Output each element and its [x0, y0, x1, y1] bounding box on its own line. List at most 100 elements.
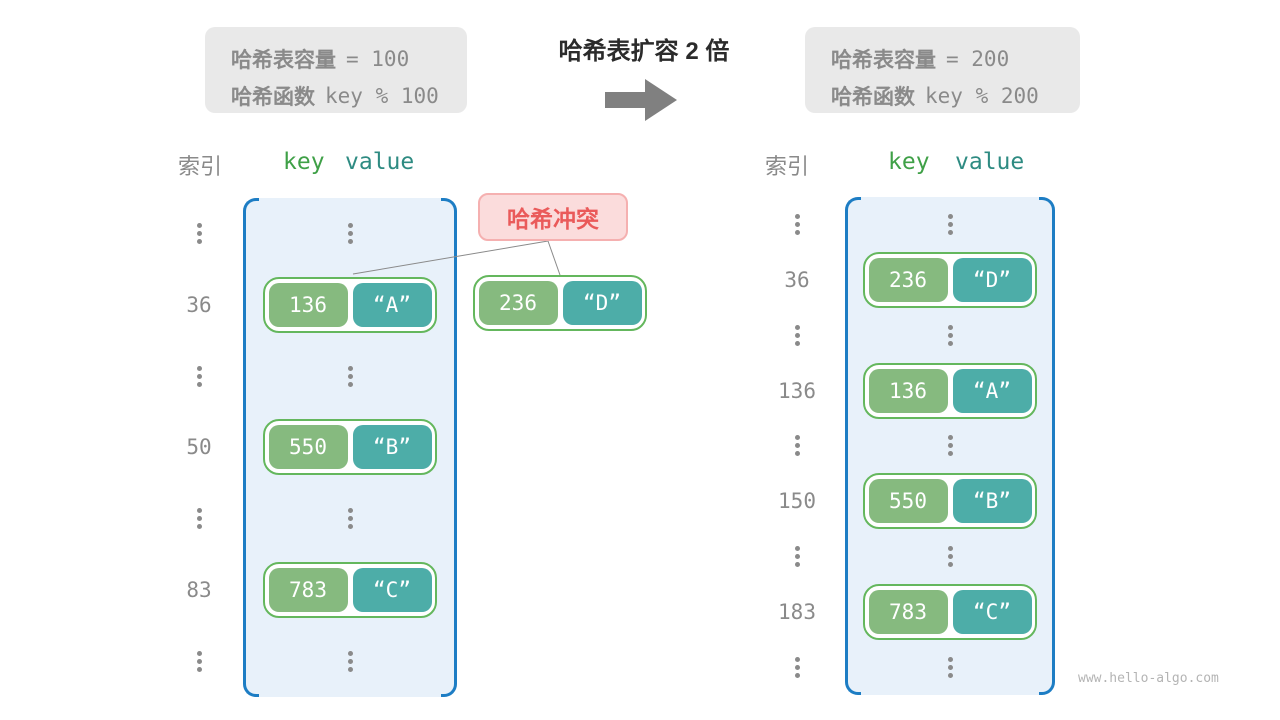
- index-cell: [749, 657, 845, 679]
- index-cell: [749, 435, 845, 457]
- index-cell: 36: [749, 268, 845, 292]
- table-row-ellipsis: [749, 197, 1055, 252]
- hash-function-label: 哈希函数: [231, 85, 315, 109]
- ellipsis-icon: [947, 213, 953, 235]
- pair-value: “D”: [562, 281, 642, 325]
- index-label: 136: [778, 378, 816, 403]
- index-cell: 183: [749, 600, 845, 624]
- hash-function-value: key % 100: [325, 83, 439, 108]
- table-row: 50 550 “B”: [155, 412, 457, 483]
- ellipsis-icon: [347, 365, 353, 387]
- table-row-ellipsis: [749, 529, 1055, 584]
- key-value-pair: 550 “B”: [863, 473, 1037, 530]
- content-cell: 136 “A”: [243, 276, 457, 333]
- value-column-header: value: [955, 149, 1025, 175]
- capacity-value: = 100: [346, 46, 410, 71]
- table-row-ellipsis: [155, 198, 457, 269]
- index-cell: [155, 508, 243, 530]
- left-bracket: [243, 198, 259, 697]
- hash-function-line: 哈希函数 key % 200: [831, 77, 1080, 114]
- table-rows-after: 36 236 “D” 136 136 “A”: [749, 197, 1055, 695]
- table-row: 150 550 “B”: [749, 473, 1055, 530]
- table-row: 183 783 “C”: [749, 584, 1055, 641]
- index-cell: 83: [155, 578, 243, 602]
- key-column-header: key: [283, 149, 325, 175]
- table-row: 36 136 “A”: [155, 269, 457, 340]
- right-bracket: [441, 198, 457, 697]
- ellipsis-icon: [947, 324, 953, 346]
- index-label: 36: [784, 267, 810, 292]
- capacity-value: = 200: [946, 46, 1010, 71]
- content-cell: 550 “B”: [243, 419, 457, 476]
- content-cell: [845, 435, 1055, 457]
- index-cell: [749, 213, 845, 235]
- table-row-ellipsis: [155, 626, 457, 697]
- pair-value: “A”: [352, 282, 432, 327]
- index-cell: 136: [749, 379, 845, 403]
- ellipsis-icon: [947, 546, 953, 568]
- content-cell: 550 “B”: [845, 473, 1055, 530]
- content-cell: 236 “D”: [845, 251, 1055, 308]
- pair-key: 783: [268, 568, 348, 613]
- key-value-pair: 783 “C”: [863, 584, 1037, 641]
- content-cell: [845, 213, 1055, 235]
- ellipsis-icon: [196, 223, 202, 245]
- table-row-ellipsis: [155, 483, 457, 554]
- table-row: 83 783 “C”: [155, 554, 457, 625]
- capacity-label: 哈希表容量: [231, 48, 336, 72]
- capacity-line: 哈希表容量 = 200: [831, 40, 1080, 77]
- table-row-ellipsis: [749, 640, 1055, 695]
- right-bracket: [1039, 197, 1055, 695]
- content-cell: [243, 508, 457, 530]
- ellipsis-icon: [196, 365, 202, 387]
- ellipsis-icon: [196, 650, 202, 672]
- content-cell: [845, 324, 1055, 346]
- index-cell: [749, 546, 845, 568]
- diagram-title: 哈希表扩容 2 倍: [558, 38, 730, 65]
- index-cell: [155, 650, 243, 672]
- key-value-pair: 550 “B”: [263, 419, 437, 476]
- pair-value: “C”: [952, 590, 1032, 635]
- capacity-box-after: 哈希表容量 = 200 哈希函数 key % 200: [805, 27, 1080, 113]
- colliding-key-value-pair: 236 “D”: [473, 275, 647, 331]
- content-cell: [243, 223, 457, 245]
- pair-key: 783: [868, 590, 948, 635]
- index-cell: 50: [155, 435, 243, 459]
- content-cell: [845, 657, 1055, 679]
- content-cell: 783 “C”: [243, 562, 457, 619]
- index-label: 183: [778, 600, 816, 625]
- content-cell: 136 “A”: [845, 362, 1055, 419]
- index-column-header: 索引: [178, 154, 223, 179]
- index-label: 83: [186, 578, 212, 603]
- pair-key: 550: [868, 479, 948, 524]
- index-cell: [155, 365, 243, 387]
- index-cell: [155, 223, 243, 245]
- capacity-label: 哈希表容量: [831, 48, 936, 72]
- key-column-header: key: [888, 149, 930, 175]
- hash-collision-badge: 哈希冲突: [478, 193, 628, 241]
- table-row-ellipsis: [155, 341, 457, 412]
- ellipsis-icon: [347, 223, 353, 245]
- pair-key: 136: [868, 368, 948, 413]
- value-column-header: value: [345, 149, 415, 175]
- content-cell: [845, 546, 1055, 568]
- ellipsis-icon: [794, 213, 800, 235]
- hash-function-label: 哈希函数: [831, 85, 915, 109]
- index-cell: 36: [155, 293, 243, 317]
- ellipsis-icon: [794, 324, 800, 346]
- key-value-pair: 136 “A”: [863, 362, 1037, 419]
- capacity-line: 哈希表容量 = 100: [231, 40, 467, 77]
- ellipsis-icon: [347, 650, 353, 672]
- left-bracket: [845, 197, 861, 695]
- ellipsis-icon: [794, 657, 800, 679]
- pair-value: “B”: [352, 425, 432, 470]
- capacity-box-before: 哈希表容量 = 100 哈希函数 key % 100: [205, 27, 467, 113]
- table-row: 36 236 “D”: [749, 251, 1055, 308]
- ellipsis-icon: [196, 508, 202, 530]
- ellipsis-icon: [347, 508, 353, 530]
- ellipsis-icon: [947, 657, 953, 679]
- content-cell: [243, 365, 457, 387]
- ellipsis-icon: [794, 435, 800, 457]
- index-column-header: 索引: [765, 154, 810, 179]
- index-label: 50: [186, 435, 212, 460]
